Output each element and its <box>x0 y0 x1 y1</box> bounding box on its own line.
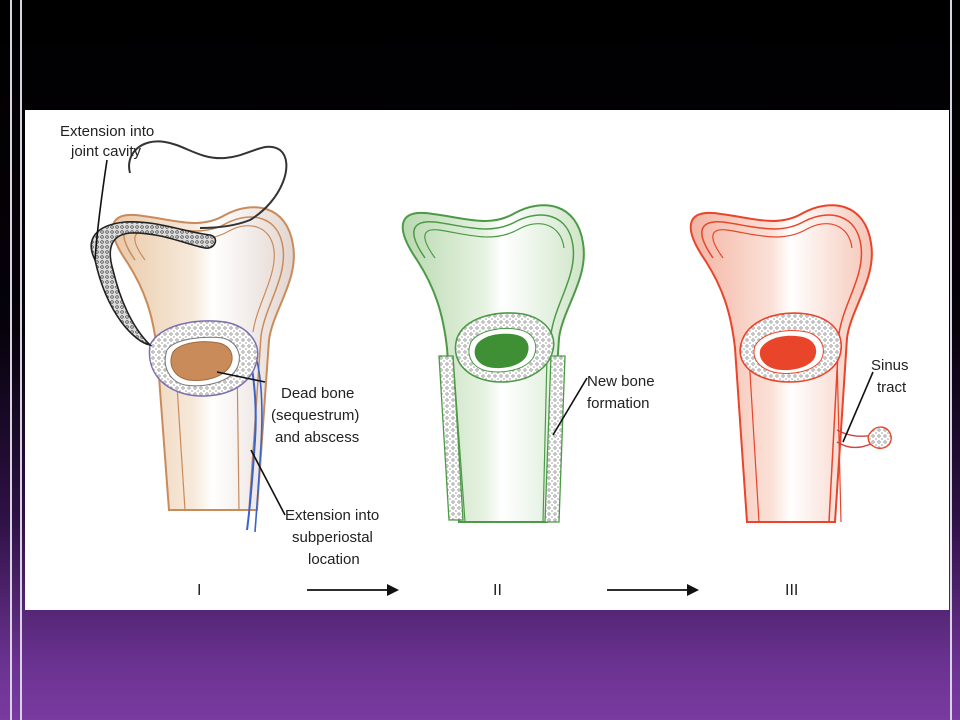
label-subperiostal-line1: Extension into <box>285 507 379 524</box>
label-joint-cavity-line2: joint cavity <box>70 143 142 160</box>
arrow-2-to-3 <box>607 584 699 596</box>
label-subperiostal-line3: location <box>308 551 360 568</box>
label-dead-bone-line3: and abscess <box>275 429 359 446</box>
label-joint-cavity-line1: Extension into <box>60 123 154 140</box>
label-sinus-line1: Sinus <box>871 357 909 374</box>
bone-stage-1 <box>111 206 295 533</box>
slide-frame-right <box>950 0 960 720</box>
joint-cavity-stage-1 <box>90 140 288 347</box>
label-new-bone-line1: New bone <box>587 373 655 390</box>
stage-label-2: II <box>493 582 502 599</box>
arrow-1-to-2 <box>307 584 399 596</box>
label-new-bone-line2: formation <box>587 395 650 412</box>
stage-label-3: III <box>785 582 798 599</box>
label-subperiostal-line2: subperiostal <box>292 529 373 546</box>
slide-frame-left <box>10 0 22 720</box>
leader-lines <box>94 159 874 516</box>
bone-stage-2 <box>401 204 585 523</box>
bone-stage-3 <box>689 204 892 523</box>
label-dead-bone-line2: (sequestrum) <box>271 407 359 424</box>
label-sinus-line2: tract <box>877 379 907 396</box>
label-dead-bone-line1: Dead bone <box>281 385 354 402</box>
osteomyelitis-diagram: Extension into joint cavity Dead bone (s… <box>25 110 949 610</box>
stage-label-1: I <box>197 582 201 599</box>
